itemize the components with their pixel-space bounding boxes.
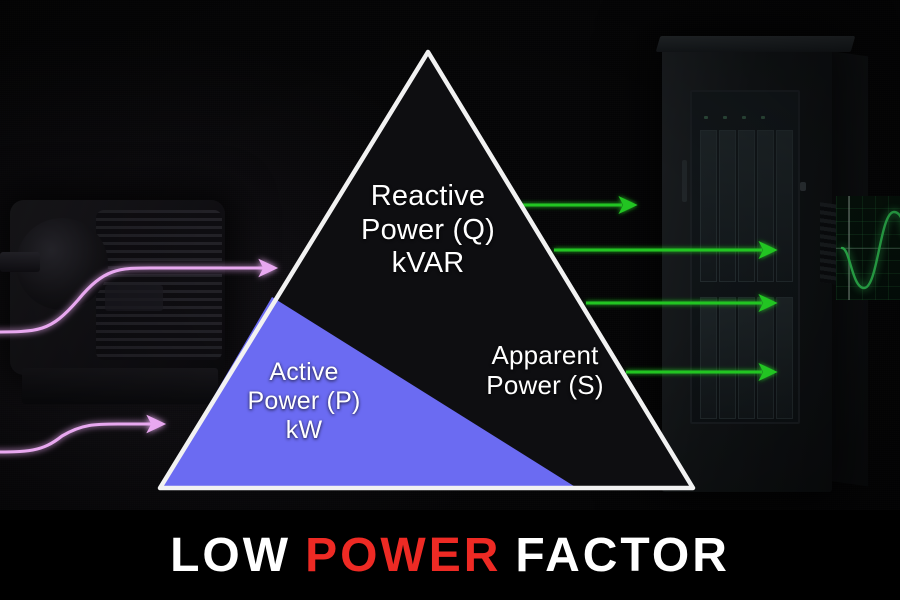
banner-word-power: POWER: [305, 528, 502, 582]
supply-arrow-1: [0, 258, 279, 334]
supply-arrow-2: [0, 414, 167, 454]
banner-word-low: LOW: [170, 528, 292, 582]
active-power-unit: kW: [285, 416, 323, 444]
apparent-power-line2: Power (S): [486, 370, 604, 401]
reactive-power-line1: Reactive: [370, 180, 486, 212]
supply-flow-arrows: [0, 258, 279, 454]
active-power-label: Active Power (P) kW: [186, 358, 422, 445]
reactive-power-label: Reactive Power (Q) kVAR: [288, 180, 568, 281]
banner-word-factor: FACTOR: [515, 528, 730, 582]
reactive-power-unit: kVAR: [391, 247, 465, 280]
active-power-line2: Power (P): [247, 387, 361, 415]
reactive-power-line2: Power (Q): [361, 213, 495, 246]
active-power-line1: Active: [269, 358, 339, 386]
apparent-power-label: Apparent Power (S): [430, 340, 660, 400]
triangle-outline: [157, 49, 696, 491]
apparent-power-line1: Apparent: [491, 340, 599, 370]
load-flow-arrows: [518, 196, 778, 381]
active-power-region: [160, 297, 577, 488]
